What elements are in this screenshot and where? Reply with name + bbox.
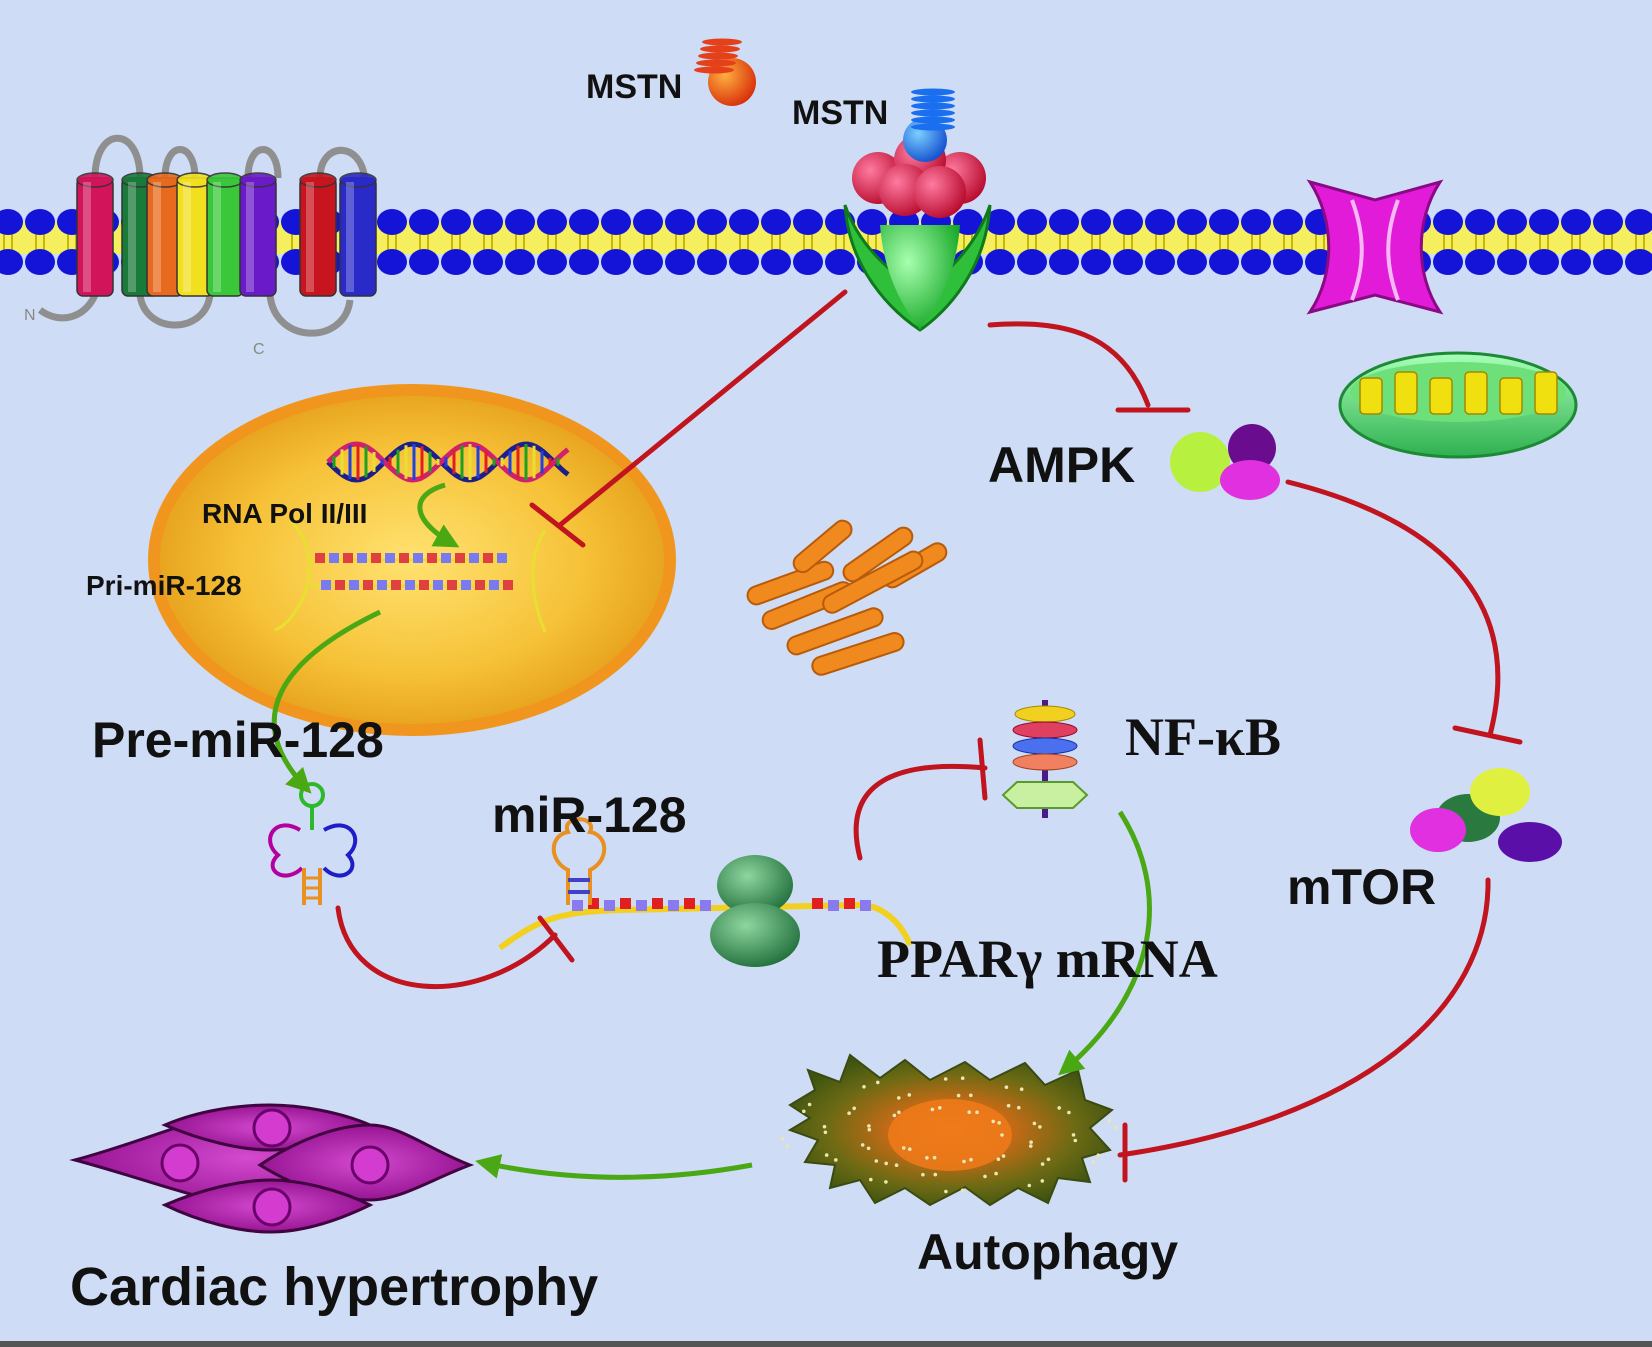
ppar-mrna-label: PPARγ mRNA [877,929,1218,989]
rna-pol-label: RNA Pol II/III [202,498,368,529]
inhibit-bar-mtor [1452,725,1523,745]
inhibit-ampk-to-mtor [1285,479,1501,738]
nfkb-label: NF-κB [1125,707,1281,767]
ampk-label: AMPK [988,437,1136,493]
inhibit-premir-to-mir [335,905,558,989]
autophagy-label: Autophagy [917,1224,1179,1280]
mtor-complex [1410,768,1562,862]
mitochondrion [1338,351,1578,459]
ampk-complex [1170,424,1280,500]
gpcr-c-terminus-label: C [253,341,265,358]
mstn-free-ligand [694,38,756,106]
nfkb-complex [1001,700,1089,818]
inhibition-edges [335,289,1523,1183]
mir-label: miR-128 [492,787,687,843]
inhibit-bar-mir [537,915,575,963]
mtor-label: mTOR [1287,859,1437,915]
mstn-receptor-complex [843,88,992,332]
mir-128-hairpin [551,817,607,905]
pri-mir-label: Pri-miR-128 [86,570,242,601]
inhibit-mir-to-nfkb [853,763,988,861]
pre-mir-label: Pre-miR-128 [92,712,384,768]
inhibit-bar-nfkb [977,737,988,801]
pri-mir-128-duplex [274,518,547,633]
inhibit-receptor-to-ampk [987,321,1151,408]
golgi-apparatus [746,519,948,676]
inhibit-receptor-to-nucleus [557,289,848,528]
inhibit-bar-nucleus [529,502,586,548]
inhibit-mtor-to-autophagy [1117,877,1491,1158]
ppar-mrna-strand [498,898,913,951]
gpcr-n-terminus-label: N [24,307,36,324]
cardiac-cells [69,1103,475,1234]
cardiac-hypertrophy-label: Cardiac hypertrophy [70,1257,599,1317]
ribosome [710,855,800,967]
dna-helix [326,441,570,483]
arrow-nfkb-to-autophagy [1058,810,1152,1076]
pre-mir-128-hairpin [268,782,358,905]
arrow-transcription [417,482,460,548]
bottom-border [0,1341,1652,1347]
mstn-free-label: MSTN [586,68,683,106]
arrow-autophagy-to-hypertrophy [475,1154,753,1180]
ion-channel [1306,179,1444,315]
arrow-pri-to-pre [271,609,382,794]
gpcr-receptor [37,134,377,337]
autophagy-cell [780,1053,1118,1207]
activation-edges [271,482,1152,1180]
mstn-bound-label: MSTN [792,94,889,132]
